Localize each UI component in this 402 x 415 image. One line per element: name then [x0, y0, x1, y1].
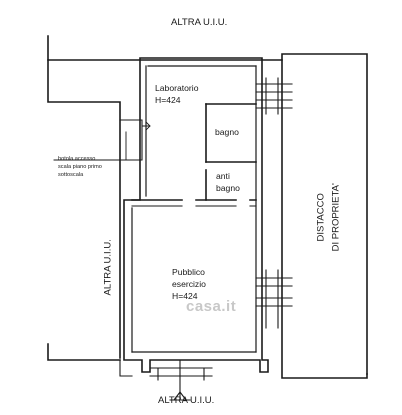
hatch-arrow	[141, 121, 151, 131]
label-altra-bottom: ALTRA U.I.U.	[158, 395, 215, 406]
label-botola-3: sottoscala	[58, 172, 84, 178]
window-lower-right	[255, 269, 293, 329]
entrance-marker	[169, 359, 191, 401]
window-bottom	[149, 367, 213, 381]
label-altra-top: ALTRA U.I.U.	[171, 17, 228, 28]
hatch-leader	[53, 131, 127, 161]
window-upper-right	[255, 77, 293, 115]
neighbor-boundary-left	[47, 59, 121, 359]
left-door-tick	[119, 359, 133, 377]
neighbor-boundary-bottom	[47, 343, 121, 361]
label-altra-left: ALTRA U.I.U.	[102, 239, 114, 296]
label-laboratorio-height: H=424	[155, 95, 181, 105]
label-pubblico-height: H=424	[172, 291, 198, 301]
label-bagno: bagno	[215, 127, 239, 137]
hatch-box	[119, 119, 143, 161]
watermark-logo: casa.it	[186, 298, 237, 315]
label-pubblico: Pubblico	[172, 267, 205, 277]
neighbor-boundary-right	[281, 59, 368, 379]
label-distacco: DISTACCO	[315, 193, 327, 242]
label-anti: anti	[216, 171, 230, 181]
label-anti-bagno: bagno	[216, 183, 240, 193]
label-esercizio: esercizio	[172, 279, 206, 289]
label-laboratorio: Laboratorio	[155, 83, 199, 93]
label-distacco-proprieta: DI PROPRIETA'	[330, 183, 342, 252]
label-botola-2: scala piano primo	[58, 164, 102, 170]
main-outer-walls	[123, 57, 269, 373]
neighbor-boundary-top	[47, 35, 368, 375]
label-botola-1: botola accesso	[58, 156, 96, 162]
